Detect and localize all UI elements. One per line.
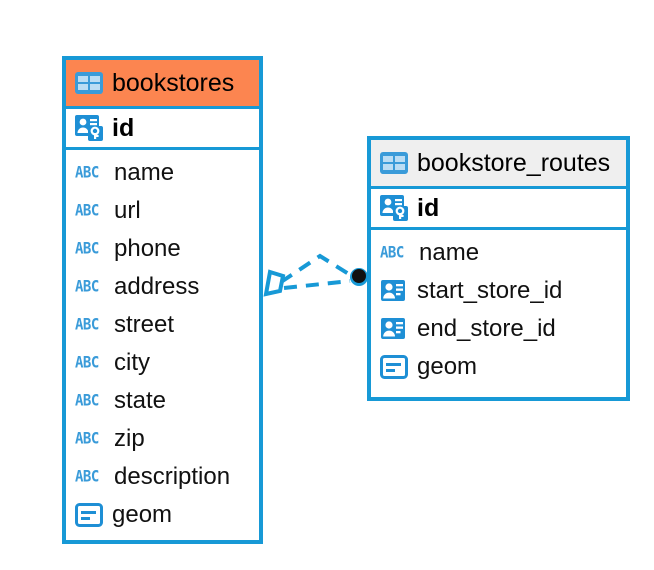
abc-text-icon: ABC <box>75 240 99 258</box>
abc-text-icon: ABC <box>75 392 99 410</box>
entity-bookstore-routes[interactable]: bookstore_routes id ABC <box>367 136 630 401</box>
primary-key-icon <box>380 195 408 221</box>
entity-bookstores[interactable]: bookstores id ABC name <box>62 56 263 544</box>
field-label-zip: zip <box>114 425 145 452</box>
primary-key-icon <box>75 115 103 141</box>
abc-text-icon: ABC <box>75 468 99 486</box>
field-row-phone[interactable]: ABC phone <box>66 230 259 268</box>
field-row-start-store-id[interactable]: start_store_id <box>371 272 626 310</box>
field-list-bookstore-routes: ABC name start_store_id <box>371 230 626 392</box>
field-label-geom: geom <box>417 353 478 380</box>
geometry-icon <box>380 355 408 379</box>
field-label-geom: geom <box>112 501 173 528</box>
abc-text-icon: ABC <box>75 164 99 182</box>
field-row-city[interactable]: ABC city <box>66 344 259 382</box>
field-row-geom[interactable]: geom <box>371 348 626 386</box>
field-row-name[interactable]: ABC name <box>66 154 259 192</box>
field-row-zip[interactable]: ABC zip <box>66 420 259 458</box>
abc-text-icon: ABC <box>75 316 99 334</box>
abc-text-icon: ABC <box>75 278 99 296</box>
field-row-geom[interactable]: geom <box>66 496 259 534</box>
circle-marker-icon <box>352 269 366 283</box>
field-label-primary-key: id <box>417 193 440 222</box>
relationship-line-upper <box>279 253 354 284</box>
field-row-end-store-id[interactable]: end_store_id <box>371 310 626 348</box>
entity-title-bookstore-routes: bookstore_routes <box>417 148 611 177</box>
field-label-name: name <box>114 159 175 186</box>
field-row-address[interactable]: ABC address <box>66 268 259 306</box>
field-label-address: address <box>114 273 200 300</box>
field-label-end-store-id: end_store_id <box>417 315 556 342</box>
field-label-start-store-id: start_store_id <box>417 277 563 304</box>
field-row-description[interactable]: ABC description <box>66 458 259 496</box>
field-label-state: state <box>114 387 167 414</box>
field-label-street: street <box>114 311 175 338</box>
field-label-city: city <box>114 349 150 376</box>
field-row-url[interactable]: ABC url <box>66 192 259 230</box>
entity-header-bookstores[interactable]: bookstores <box>66 60 259 106</box>
field-label-primary-key: id <box>112 113 135 142</box>
abc-text-icon: ABC <box>75 430 99 448</box>
abc-text-icon: ABC <box>380 244 404 262</box>
abc-text-icon: ABC <box>75 202 99 220</box>
field-label-url: url <box>114 197 141 224</box>
field-row-state[interactable]: ABC state <box>66 382 259 420</box>
field-row-name[interactable]: ABC name <box>371 234 626 272</box>
abc-text-icon: ABC <box>75 354 99 372</box>
field-row-street[interactable]: ABC street <box>66 306 259 344</box>
table-icon <box>75 72 103 94</box>
field-list-bookstores: ABC name ABC url ABC phone ABC <box>66 150 259 540</box>
entity-header-bookstore-routes[interactable]: bookstore_routes <box>371 140 626 186</box>
relationship-line-lower <box>283 279 351 290</box>
entity-title-bookstores: bookstores <box>112 68 235 97</box>
field-label-description: description <box>114 463 231 490</box>
field-label-name: name <box>419 239 480 266</box>
table-icon <box>380 152 408 174</box>
field-row-primary-key[interactable]: id <box>66 106 259 150</box>
diamond-marker-icon <box>263 269 286 297</box>
foreign-key-icon <box>381 318 405 339</box>
circle-marker-ring-icon <box>350 268 368 286</box>
geometry-icon <box>75 503 103 527</box>
field-row-primary-key[interactable]: id <box>371 186 626 230</box>
foreign-key-icon <box>381 280 405 301</box>
field-label-phone: phone <box>114 235 181 262</box>
